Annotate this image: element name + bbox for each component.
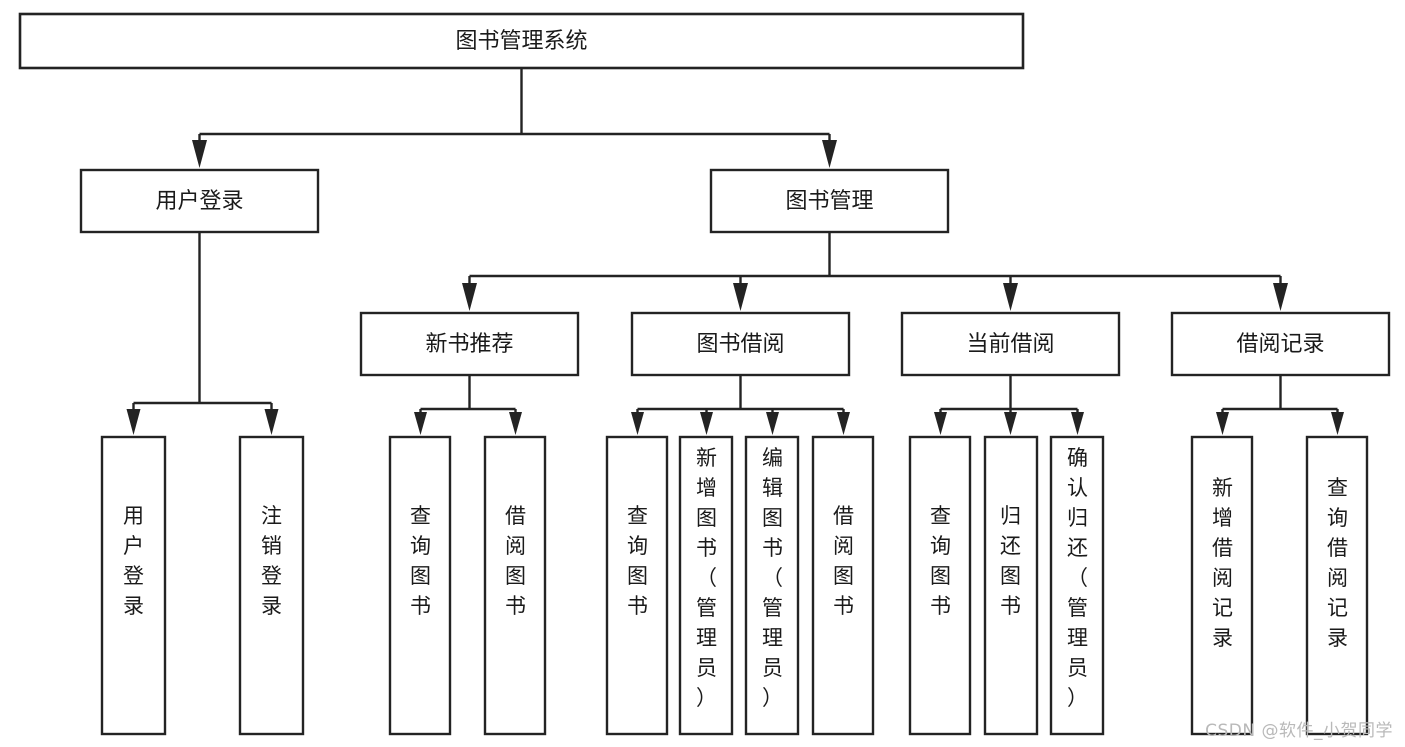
node-leaf-edit-book-label: 编辑图书（管理员） bbox=[762, 446, 783, 710]
node-leaf-query-book-2[interactable]: 查询图书 bbox=[605, 435, 669, 736]
node-leaf-query-record[interactable]: 查询借阅记录 bbox=[1305, 435, 1369, 736]
node-current-borrow[interactable]: 当前借阅 bbox=[900, 311, 1121, 377]
node-leaf-borrow-book-2-label: 借阅图书 bbox=[833, 504, 854, 618]
node-leaf-query-book-1-rect[interactable] bbox=[388, 435, 452, 736]
node-book-borrow-label: 图书借阅 bbox=[696, 332, 784, 357]
node-leaf-query-book-3[interactable]: 查询图书 bbox=[908, 435, 972, 736]
node-current-borrow-label: 当前借阅 bbox=[966, 332, 1054, 357]
node-book-manage-rect[interactable] bbox=[709, 168, 950, 234]
arrow-bm-to-book-borrow bbox=[733, 283, 748, 311]
node-leaf-query-record-label: 查询借阅记录 bbox=[1327, 476, 1348, 650]
arrow-br-to-query-record bbox=[1331, 412, 1344, 435]
node-leaf-query-book-3-label: 查询图书 bbox=[930, 504, 951, 618]
arrow-br-to-add-record bbox=[1216, 412, 1229, 435]
arrow-bb-to-borrow-book bbox=[837, 412, 850, 435]
arrow-bm-to-new-book bbox=[462, 283, 477, 311]
node-leaf-return-book[interactable]: 归还图书 bbox=[983, 435, 1039, 736]
node-leaf-confirm-return-rect[interactable] bbox=[1049, 435, 1105, 736]
node-leaf-borrow-book-1[interactable]: 借阅图书 bbox=[483, 435, 547, 736]
node-user-login[interactable]: 用户登录 bbox=[79, 168, 320, 234]
node-leaf-add-record[interactable]: 新增借阅记录 bbox=[1190, 435, 1254, 736]
node-root-label: 图书管理系统 bbox=[455, 29, 587, 54]
node-leaf-query-book-2-label: 查询图书 bbox=[627, 504, 648, 618]
node-book-manage[interactable]: 图书管理 bbox=[709, 168, 950, 234]
node-leaf-logout[interactable]: 注销登录 bbox=[238, 435, 305, 736]
node-book-borrow[interactable]: 图书借阅 bbox=[630, 311, 851, 377]
node-leaf-edit-book-rect[interactable] bbox=[744, 435, 800, 736]
node-leaf-query-book-1-label: 查询图书 bbox=[410, 504, 431, 618]
node-leaf-user-login-label: 用户登录 bbox=[123, 504, 144, 618]
arrow-root-to-user-login bbox=[192, 140, 207, 168]
arrow-bm-to-borrow-record bbox=[1273, 283, 1288, 311]
arrow-bb-to-edit-book bbox=[766, 412, 779, 435]
arrow-user-login-to-leaf-logout bbox=[264, 409, 279, 435]
node-leaf-borrow-book-2[interactable]: 借阅图书 bbox=[811, 435, 875, 736]
node-leaf-borrow-book-1-rect[interactable] bbox=[483, 435, 547, 736]
arrow-bb-to-add-book bbox=[700, 412, 713, 435]
node-new-book-recommend-label: 新书推荐 bbox=[425, 332, 513, 357]
node-leaf-add-record-label: 新增借阅记录 bbox=[1212, 476, 1233, 650]
node-leaf-query-book-2-rect[interactable] bbox=[605, 435, 669, 736]
arrow-root-to-book-manage bbox=[822, 140, 837, 168]
node-leaf-add-book[interactable]: 新增图书（管理员） bbox=[678, 435, 734, 736]
connectors-group bbox=[126, 68, 1344, 435]
node-borrow-record-rect[interactable] bbox=[1170, 311, 1391, 377]
node-current-borrow-rect[interactable] bbox=[900, 311, 1121, 377]
node-leaf-query-record-rect[interactable] bbox=[1305, 435, 1369, 736]
node-book-manage-label: 图书管理 bbox=[785, 189, 873, 214]
node-leaf-edit-book[interactable]: 编辑图书（管理员） bbox=[744, 435, 800, 736]
node-leaf-confirm-return-label: 确认归还（管理员） bbox=[1067, 446, 1088, 710]
node-leaf-logout-label: 注销登录 bbox=[261, 504, 282, 618]
node-book-borrow-rect[interactable] bbox=[630, 311, 851, 377]
node-leaf-user-login-rect[interactable] bbox=[100, 435, 167, 736]
node-borrow-record[interactable]: 借阅记录 bbox=[1170, 311, 1391, 377]
node-leaf-logout-rect[interactable] bbox=[238, 435, 305, 736]
arrow-bm-to-current-borrow bbox=[1003, 283, 1018, 311]
node-root[interactable]: 图书管理系统 bbox=[18, 12, 1025, 70]
node-new-book-recommend-rect[interactable] bbox=[359, 311, 580, 377]
arrow-nb-to-borrow-book bbox=[509, 412, 522, 435]
node-leaf-return-book-rect[interactable] bbox=[983, 435, 1039, 736]
node-leaf-borrow-book-1-label: 借阅图书 bbox=[505, 504, 526, 618]
node-leaf-borrow-book-2-rect[interactable] bbox=[811, 435, 875, 736]
node-root-rect[interactable] bbox=[18, 12, 1025, 70]
arrow-cb-to-return-book bbox=[1004, 412, 1017, 435]
nodes-group: 图书管理系统 用户登录 图书管理 新书推荐 图书借阅 bbox=[18, 12, 1391, 736]
node-leaf-query-book-1[interactable]: 查询图书 bbox=[388, 435, 452, 736]
node-user-login-rect[interactable] bbox=[79, 168, 320, 234]
arrow-user-login-to-leaf-login bbox=[126, 409, 141, 435]
node-leaf-user-login[interactable]: 用户登录 bbox=[100, 435, 167, 736]
arrow-nb-to-query-book bbox=[414, 412, 427, 435]
node-leaf-add-book-label: 新增图书（管理员） bbox=[696, 446, 717, 710]
arrow-cb-to-confirm-return bbox=[1071, 412, 1084, 435]
arrow-cb-to-query-book bbox=[934, 412, 947, 435]
node-leaf-add-book-rect[interactable] bbox=[678, 435, 734, 736]
node-leaf-query-book-3-rect[interactable] bbox=[908, 435, 972, 736]
node-leaf-add-record-rect[interactable] bbox=[1190, 435, 1254, 736]
node-borrow-record-label: 借阅记录 bbox=[1236, 332, 1324, 357]
node-leaf-confirm-return[interactable]: 确认归还（管理员） bbox=[1049, 435, 1105, 736]
node-leaf-return-book-label: 归还图书 bbox=[1000, 504, 1021, 618]
node-new-book-recommend[interactable]: 新书推荐 bbox=[359, 311, 580, 377]
node-user-login-label: 用户登录 bbox=[155, 189, 243, 214]
arrow-bb-to-query-book bbox=[631, 412, 644, 435]
